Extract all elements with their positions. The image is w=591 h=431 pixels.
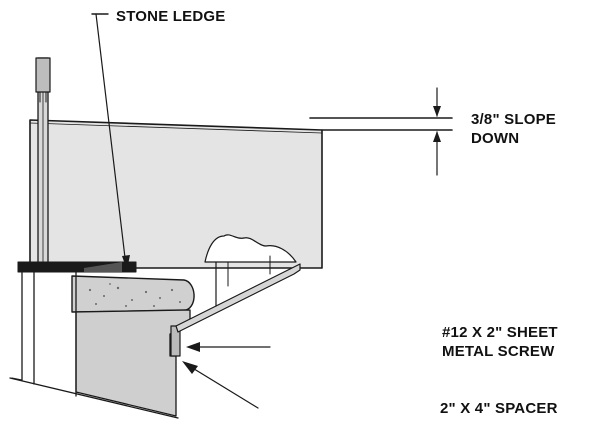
- stone-ledge-leader: [95, 13, 127, 267]
- stone-texture: [88, 283, 181, 307]
- bracket-arm: [175, 263, 301, 333]
- wall-bottom: [9, 377, 179, 419]
- housing-box: [29, 119, 323, 269]
- label-slope: 3/8" SLOPE DOWN: [471, 110, 556, 148]
- label-stone-ledge: STONE LEDGE: [116, 8, 226, 25]
- label-slope-line1: 3/8" SLOPE: [471, 111, 556, 128]
- label-spacer: 2" X 4" SPACER: [440, 400, 558, 417]
- rail-top-cap: [35, 57, 51, 93]
- label-screw: #12 X 2" SHEET METAL SCREW: [442, 323, 558, 361]
- label-screw-line1: #12 X 2" SHEET: [442, 324, 558, 341]
- stone-ledge: [71, 275, 195, 313]
- slope-arrow-top-head: [433, 106, 441, 117]
- stone-ledge-leader-arrow: [122, 255, 130, 270]
- spacer-leader-arrow: [182, 361, 198, 374]
- housing-top-edge: [29, 122, 323, 134]
- spacer-leader: [185, 363, 259, 409]
- wall-bottom-tick: [11, 377, 23, 381]
- flashing-bracket: [84, 262, 122, 272]
- wall-face: [21, 271, 35, 385]
- slope-arrow-bottom-head: [433, 131, 441, 142]
- screw-leader-arrow: [186, 342, 200, 352]
- housing-cutout: [204, 234, 297, 263]
- wall-shading: [75, 309, 191, 417]
- label-slope-line2: DOWN: [471, 130, 520, 147]
- label-screw-line2: METAL SCREW: [442, 343, 555, 360]
